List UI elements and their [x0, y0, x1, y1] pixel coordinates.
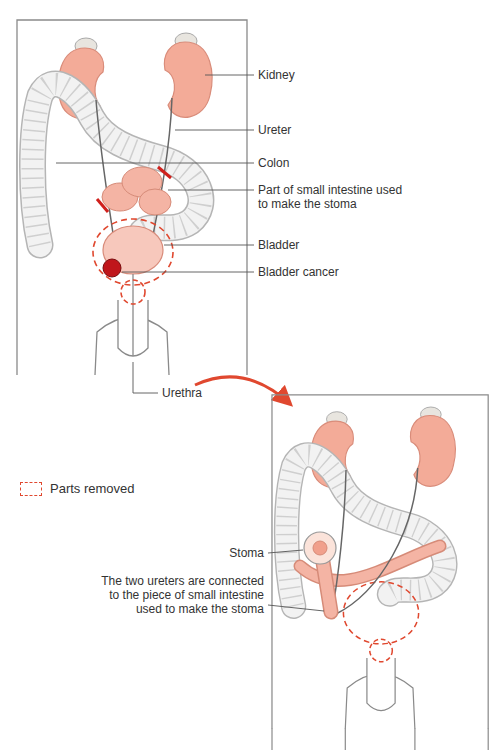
leader-line [205, 75, 254, 76]
ureter-line [96, 100, 114, 240]
cut-mark [158, 167, 171, 178]
intestine-conduit [322, 556, 331, 612]
part-label: Ureter [258, 123, 291, 137]
after-surgery [300, 468, 440, 614]
small-intestine [139, 189, 171, 215]
removed-outline [343, 582, 418, 662]
part-label: Bladder [258, 238, 299, 252]
leader-line [268, 550, 303, 553]
leader-lines [268, 550, 324, 611]
urethra-line [132, 274, 133, 356]
legend-swatch [20, 482, 42, 496]
leg-outline [414, 728, 415, 750]
stoma-ring [304, 532, 336, 564]
part-label: Bladder cancer [258, 265, 339, 279]
stoma-opening [313, 541, 327, 555]
part-label: Part of small intestine used to make the… [258, 183, 408, 211]
leader-line [164, 245, 254, 246]
flow-arrow [195, 377, 290, 404]
body-figure [272, 395, 488, 729]
leader-line [122, 272, 254, 273]
intestine-conduit [322, 556, 331, 612]
tumour-dot [103, 259, 121, 277]
part-label: The two ureters are connected to the pie… [96, 574, 264, 616]
legend-text: Parts removed [50, 481, 135, 497]
leader-line [56, 163, 254, 164]
leader-lines [56, 75, 254, 393]
legend-row: Parts removed [20, 481, 135, 497]
body-outline [488, 728, 489, 750]
part-label: Colon [258, 156, 289, 170]
leader-line [133, 362, 158, 393]
part-label: Urethra [162, 386, 202, 400]
cut-mark [97, 199, 108, 212]
body-figure [17, 20, 247, 375]
part-label: Stoma [96, 546, 264, 560]
ureter-line [336, 468, 418, 614]
leader-line [168, 190, 254, 191]
leader-line [175, 130, 254, 131]
leader-line [268, 605, 324, 611]
part-label: Kidney [258, 68, 295, 82]
ureter-line [152, 98, 172, 240]
removed-outline [93, 219, 173, 304]
leg-outline [345, 728, 346, 750]
body-outline [272, 728, 488, 750]
body-outline [271, 728, 272, 750]
